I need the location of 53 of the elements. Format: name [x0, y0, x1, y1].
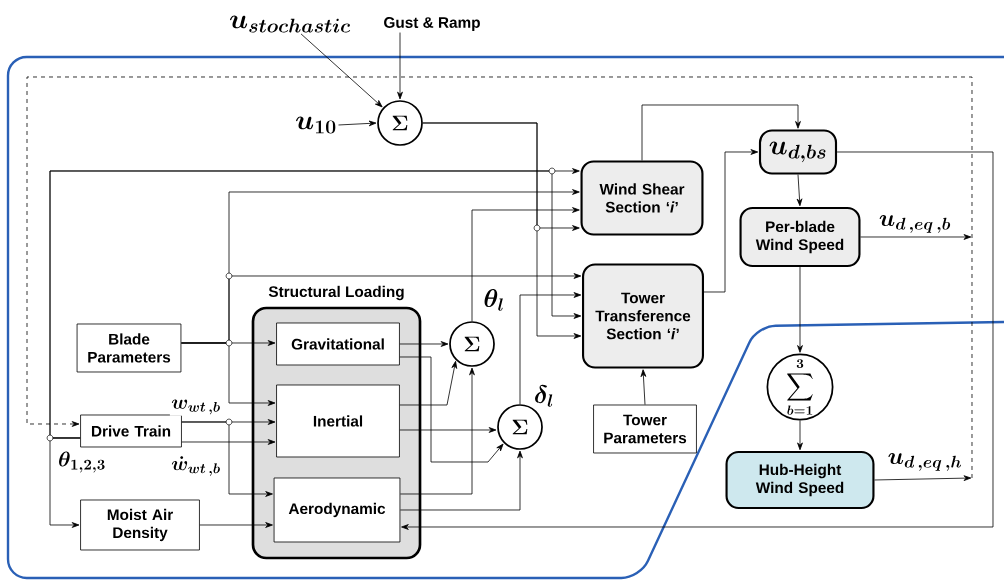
arrow	[796, 174, 803, 207]
arrow	[397, 32, 403, 100]
summing-junction: $\Sigma$	[497, 404, 543, 450]
summing-junction: $\Sigma$	[449, 321, 495, 367]
arrow	[640, 369, 647, 405]
arrow	[26, 76, 973, 479]
input-label: Gust & Ramp	[384, 17, 480, 31]
symbol-label: $\theta_{l}$	[484, 289, 503, 311]
arrow	[399, 356, 504, 463]
edge-label: $\theta_{1,2,3}$	[56, 450, 108, 474]
arrow	[797, 266, 803, 353]
edge-label: $u_{d\,,eq\,,b}$	[877, 213, 953, 235]
arrow	[471, 207, 580, 322]
symbol-label: $u_{stochastic}$	[230, 15, 351, 33]
arrow	[422, 122, 582, 339]
block-box: Moist Air Density	[80, 499, 200, 551]
block-box: Aerodynamic	[273, 477, 401, 543]
process-box: Tower Transference Section ‘i’	[582, 263, 704, 369]
edge-label: $w_{wt\,,b}$	[169, 398, 223, 416]
arrow	[181, 421, 273, 497]
block-box: Drive Train	[80, 414, 182, 448]
arrow	[703, 149, 759, 293]
arrow	[399, 367, 475, 495]
arrow	[860, 234, 972, 240]
edge-label: $\dot{w}_{wt\,,b}$	[169, 454, 223, 478]
arrow	[519, 292, 582, 405]
group-heading: Structural Loading	[268, 285, 404, 301]
arrow	[401, 151, 994, 530]
output-box: Hub-Height Wind Speed	[725, 450, 875, 510]
summing-junction: $\Sigma$	[377, 100, 423, 146]
arrow	[338, 120, 377, 127]
arrow	[49, 437, 81, 528]
arrow	[180, 273, 582, 344]
block-box: Blade Parameters	[76, 323, 182, 373]
process-box: $u_{d,bs}$	[758, 129, 838, 175]
process-box: Wind Shear Section ‘i’	[580, 160, 704, 236]
symbol-label: $u_{10}$	[296, 116, 336, 134]
arrow	[399, 427, 497, 433]
block-box: Inertial	[276, 384, 400, 458]
arrow	[797, 420, 803, 451]
process-box: Per-blade Wind Speed	[739, 206, 861, 268]
symbol-label: $\delta_{l}$	[535, 384, 553, 407]
arrow	[399, 450, 523, 511]
arrow	[399, 341, 449, 347]
arrow	[399, 360, 458, 406]
arrow	[641, 104, 801, 161]
arrow	[181, 439, 276, 445]
arrow	[874, 475, 972, 481]
block-box: Tower Parameters	[593, 404, 697, 454]
block-box: Gravitational	[276, 322, 400, 366]
edge-label: $u_{d\,,eq\,,h}$	[886, 451, 964, 473]
arrow	[199, 522, 273, 528]
arrow	[300, 33, 383, 108]
